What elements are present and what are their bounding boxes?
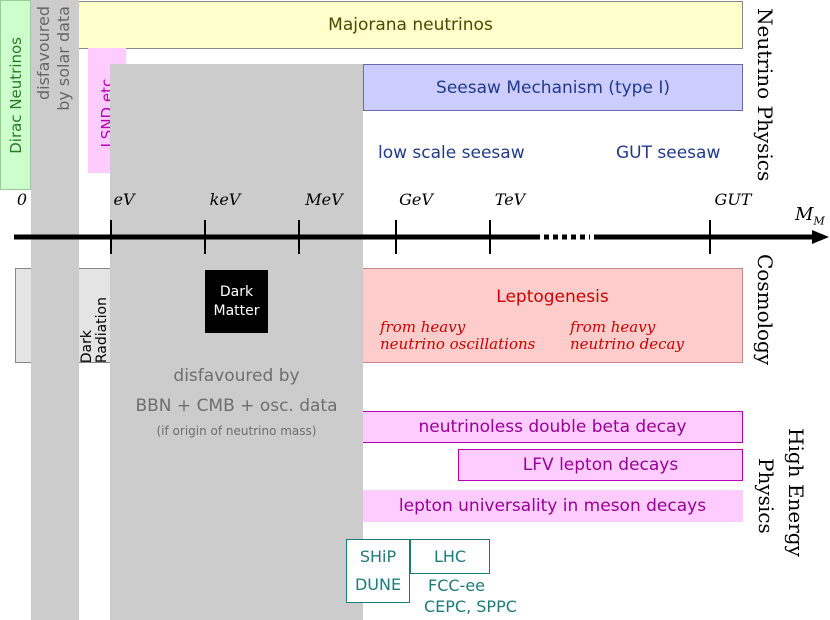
leptogenesis-oscillations: from heavy neutrino oscillations (380, 318, 536, 353)
tick-mev (298, 220, 300, 254)
double-beta-decay-box: neutrinoless double beta decay (362, 411, 743, 443)
lhc-box: LHC (410, 539, 490, 574)
cosmology-section-label: Cosmology (753, 254, 777, 366)
tick-label-tev: TeV (494, 190, 526, 209)
hep-section-label: High Energy Physics (754, 428, 808, 557)
ship-dune-box: SHiP DUNE (346, 539, 410, 603)
bbn-cmb-disfavoured-text: disfavoured by BBN + CMB + osc. data (if… (135, 366, 338, 438)
bbn-cmb-disfavoured-band (110, 64, 363, 620)
leptogenesis-decay: from heavy neutrino decay (570, 318, 684, 353)
tick-label-gut: GUT (714, 190, 752, 209)
lfv-decays-box: LFV lepton decays (458, 449, 743, 481)
ship-label: SHiP (359, 547, 397, 566)
fcc-label: FCC-ee (428, 576, 486, 595)
majorana-label: Majorana neutrinos (328, 15, 493, 35)
tick-label-gev: GeV (399, 190, 433, 209)
tick-label-ev: eV (113, 190, 135, 209)
tick-label-zero: 0 (16, 190, 28, 209)
dark-matter-box: Dark Matter (205, 270, 268, 333)
dirac-neutrinos-box: Dirac Neutrinos (0, 0, 31, 190)
tick-label-kev: keV (209, 190, 241, 209)
tick-gev (395, 220, 397, 254)
seesaw-label: Seesaw Mechanism (type I) (436, 77, 670, 98)
seesaw-box: Seesaw Mechanism (type I) (363, 64, 743, 111)
tick-kev (204, 220, 206, 254)
lepton-universality-box: lepton universality in meson decays (362, 490, 743, 522)
axis-variable-label: MM (795, 204, 825, 228)
tick-gut (709, 220, 711, 254)
cepc-sppc-label: CEPC, SPPC (424, 597, 517, 616)
leptogenesis-box: Leptogenesis from heavy neutrino oscilla… (362, 268, 743, 363)
tick-label-mev: MeV (305, 190, 343, 209)
leptogenesis-label: Leptogenesis (496, 287, 609, 307)
axis-arrowhead (812, 230, 829, 244)
gut-seesaw-label: GUT seesaw (616, 143, 721, 163)
neutrino-physics-section-label: Neutrino Physics (753, 8, 777, 182)
tick-tev (489, 220, 491, 254)
solar-disfavoured-band (31, 0, 79, 620)
tick-ev (110, 220, 112, 254)
low-scale-seesaw-label: low scale seesaw (378, 143, 525, 163)
majorana-box: Majorana neutrinos (78, 1, 743, 49)
dune-label: DUNE (354, 575, 402, 594)
